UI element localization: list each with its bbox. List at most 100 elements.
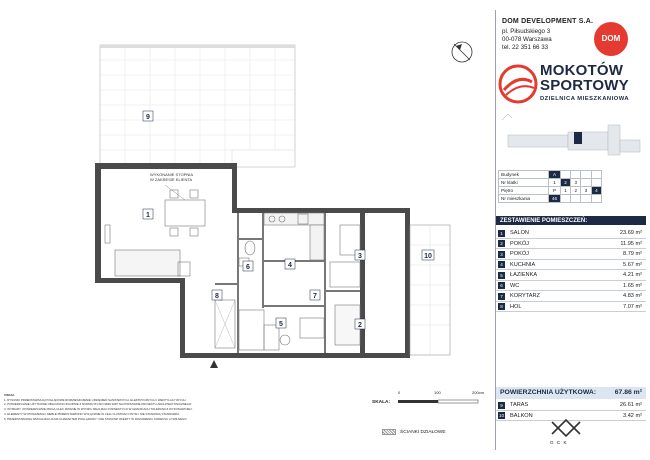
location-cell bbox=[580, 194, 592, 203]
room-name: POKÓJ bbox=[510, 240, 529, 247]
stair-note-line1: WYKONANIE STOPNIA bbox=[150, 172, 193, 177]
room-num: 4 bbox=[498, 261, 505, 268]
info-panel: DOM DEVELOPMENT S.A. pl. Piłsudskiego 3 … bbox=[495, 10, 646, 450]
hall-wardrobe bbox=[214, 299, 236, 349]
partition-wall-swatch bbox=[382, 429, 396, 435]
room-label-7: 7 bbox=[313, 293, 317, 300]
location-cell bbox=[590, 170, 603, 179]
note-title: UWAGI: bbox=[4, 393, 15, 397]
location-cell: 3 bbox=[580, 186, 592, 195]
room-area: 7.07 m² bbox=[623, 303, 642, 310]
dom-logo: DOM bbox=[594, 22, 628, 56]
note-4: 4. ELEMENTY WYPOSAŻENIA I MEBLE PRZEDSTA… bbox=[4, 411, 181, 416]
room-name: ŁAZIENKA bbox=[510, 272, 538, 278]
room-name: HOL bbox=[510, 303, 522, 310]
living-room-furniture bbox=[104, 189, 206, 277]
outdoor-name: BALKON bbox=[510, 412, 533, 419]
location-cell: 46 bbox=[548, 194, 561, 203]
brand-line-3: DZIELNICA MIESZKANIOWA bbox=[540, 96, 630, 102]
scale-graphic bbox=[398, 399, 479, 404]
location-cell: P bbox=[548, 186, 561, 195]
location-cell: A bbox=[548, 170, 561, 179]
location-cell bbox=[580, 170, 592, 179]
rooms-header: ZESTAWIENIE POMIESZCZEŃ: bbox=[496, 216, 646, 225]
room-name: POKÓJ bbox=[510, 251, 529, 257]
location-cell: 1 bbox=[548, 178, 561, 187]
room-label-4: 4 bbox=[288, 262, 292, 269]
apartment-floor-plan: 9 1 2 3 4 5 6 7 8 10 WYKONANIE STOPNIA W… bbox=[95, 41, 473, 368]
room-label-6: 6 bbox=[246, 264, 250, 271]
room-num: 1 bbox=[498, 229, 505, 237]
entrance-arrow-icon bbox=[210, 360, 218, 368]
room-num: 3 bbox=[498, 250, 505, 258]
stair-note-line2: W ZAKRESIE KLIENTA bbox=[150, 177, 192, 182]
exterior-walls bbox=[95, 163, 410, 358]
room-area: 4.21 m² bbox=[623, 272, 642, 278]
note-5: 5. PRZEDSTAWIONA WIZUALIZACJA MA CHARAKT… bbox=[4, 416, 188, 421]
outdoor-num: 9 bbox=[498, 401, 505, 409]
room-name: WC bbox=[510, 282, 520, 289]
outdoor-num: 10 bbox=[498, 412, 505, 419]
note-3: 3. WYMIARY I POWIERZCHNIE MOGĄ ULEC ZMIA… bbox=[4, 407, 193, 412]
partition-wall-legend: ŚCIANKI DZIAŁOWE bbox=[400, 430, 446, 435]
location-cell: 2 bbox=[570, 186, 582, 195]
gck-logo bbox=[551, 418, 581, 438]
usable-area-value: 67.86 m² bbox=[614, 389, 642, 396]
note-1: 1. RYSUNKI PRZEDSTAWIAJĄ POGLĄDOWE ROZMI… bbox=[4, 397, 187, 402]
location-cell: 2 bbox=[559, 178, 572, 187]
room-area: 1.65 m² bbox=[623, 282, 642, 289]
scale-label: SKALA: bbox=[372, 400, 391, 405]
developer-name: DOM DEVELOPMENT S.A. bbox=[502, 18, 594, 25]
scale-tick-200: 200cm bbox=[472, 390, 485, 395]
room-name: KUCHNIA bbox=[510, 261, 536, 268]
scale-tick-100: 100 bbox=[434, 390, 441, 395]
room-num: 8 bbox=[498, 303, 505, 310]
developer-address-2: 00-078 Warszawa bbox=[502, 36, 552, 43]
room-label-10: 10 bbox=[424, 253, 432, 260]
project-brand: MOKOTÓW SPORTOWY DZIELNICA MIESZKANIOWA bbox=[496, 58, 646, 112]
terrace-area bbox=[99, 44, 296, 168]
usable-area-label: POWIERZCHNIA UŻYTKOWA: bbox=[500, 389, 597, 396]
location-cell bbox=[590, 194, 603, 203]
room-label-9: 9 bbox=[146, 114, 150, 121]
room-label-5: 5 bbox=[279, 321, 283, 328]
brand-line-1: MOKOTÓW bbox=[540, 62, 624, 79]
gck-text: G C K bbox=[550, 440, 568, 445]
location-cell bbox=[559, 170, 572, 179]
room-number-labels: 9 1 2 3 4 5 6 7 8 10 bbox=[142, 110, 435, 330]
location-label: Piętro bbox=[497, 186, 550, 195]
usable-area-bar: POWIERZCHNIA UŻYTKOWA: 67.86 m² bbox=[496, 387, 646, 399]
room-label-3: 3 bbox=[358, 253, 362, 260]
kitchen-furniture bbox=[263, 212, 325, 261]
location-label: Nr mieszkania bbox=[497, 194, 550, 203]
compass-icon bbox=[451, 41, 473, 63]
room-row: 4 KUCHNIA 5.67 m² bbox=[496, 260, 646, 270]
location-label: Budynek bbox=[497, 170, 550, 179]
room-label-2: 2 bbox=[358, 322, 362, 329]
room-name: KORYTARZ bbox=[510, 293, 540, 299]
location-cell: 1 bbox=[559, 186, 572, 195]
room-area: 4.83 m² bbox=[623, 293, 642, 299]
location-cell bbox=[570, 194, 582, 203]
room-label-1: 1 bbox=[146, 212, 150, 219]
brand-logo-icon bbox=[498, 64, 538, 104]
stair-note-pointer bbox=[164, 184, 186, 201]
scale-tick-0: 0 bbox=[398, 390, 401, 395]
location-label: Nr klatki bbox=[497, 178, 550, 187]
developer-phone: tel. 22 351 66 33 bbox=[502, 44, 549, 51]
room-row: 8 HOL 7.07 m² bbox=[496, 302, 646, 312]
location-cell bbox=[580, 178, 592, 187]
developer-address-1: pl. Piłsudskiego 3 bbox=[502, 28, 551, 35]
room-area: 5.67 m² bbox=[623, 261, 642, 268]
room-area: 23.69 m² bbox=[619, 230, 642, 236]
bedroom-furniture bbox=[299, 224, 361, 346]
